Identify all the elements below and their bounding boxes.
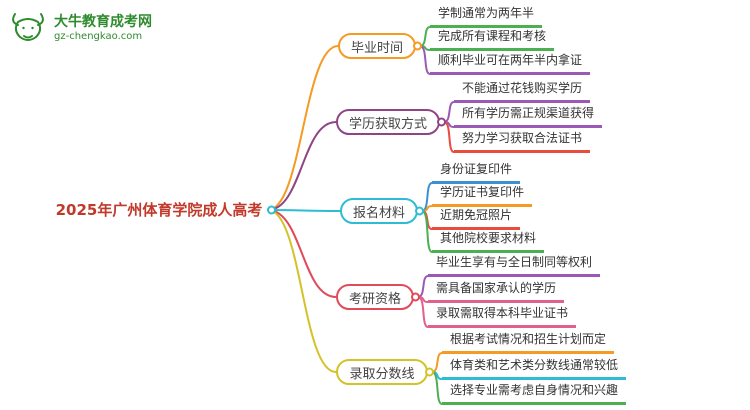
- leaf-node[interactable]: 录取需取得本科毕业证书: [428, 304, 577, 328]
- branch-connector-dot: [437, 117, 446, 127]
- central-topic[interactable]: 2025年广州体育学院成人高考: [50, 199, 276, 221]
- branch-label: 毕业时间: [350, 40, 403, 56]
- logo-title: 大牛教育成考网: [54, 14, 152, 30]
- bull-logo-icon: [12, 13, 44, 41]
- leaf-node[interactable]: 顺利毕业可在两年半内拿证: [430, 51, 591, 75]
- leaf-node[interactable]: 选择专业需考虑自身情况和兴趣: [442, 381, 627, 405]
- leaf-node[interactable]: 不能通过花钱购买学历: [454, 79, 591, 103]
- branch-label: 学历获取方式: [348, 116, 427, 132]
- branch-label: 报名材料: [352, 205, 405, 221]
- branch-connector-dot: [411, 292, 420, 302]
- leaf-node[interactable]: 体育类和艺术类分数线通常较低: [442, 356, 627, 380]
- leaf-node[interactable]: 所有学历需正规渠道获得: [454, 104, 603, 128]
- link-central-branch-2: [267, 121, 337, 211]
- branch-node-admission-score-line[interactable]: 录取分数线: [336, 359, 434, 385]
- site-logo[interactable]: 大牛教育成考网 gz-chengkao.com: [8, 8, 152, 48]
- branch-node-postgraduate-qualification[interactable]: 考研资格: [336, 284, 420, 310]
- leaf-node[interactable]: 努力学习获取合法证书: [454, 129, 591, 153]
- leaf-node[interactable]: 学历证书复印件: [432, 183, 533, 207]
- branch-node-registration-materials[interactable]: 报名材料: [340, 198, 424, 224]
- link-central-branch-3: [267, 209, 341, 212]
- leaf-node[interactable]: 完成所有课程和考核: [430, 27, 555, 51]
- branch-connector-dot: [415, 206, 424, 216]
- leaf-node[interactable]: 其他院校要求材料: [432, 229, 545, 253]
- link-central-branch-5: [267, 209, 337, 373]
- branch-node-graduation-time[interactable]: 毕业时间: [338, 33, 422, 59]
- link-central-branch-4: [267, 209, 337, 298]
- central-topic-label: 2025年广州体育学院成人高考: [55, 201, 263, 219]
- branch-label: 录取分数线: [349, 366, 415, 382]
- logo-subtitle: gz-chengkao.com: [54, 31, 143, 42]
- branch-label: 考研资格: [348, 291, 401, 307]
- leaf-node[interactable]: 需具备国家承认的学历: [428, 279, 565, 303]
- link-branch4-leaf1: [417, 275, 429, 298]
- branch-connector-dot: [425, 367, 434, 377]
- branch-node-degree-acquisition[interactable]: 学历获取方式: [336, 109, 446, 135]
- leaf-node[interactable]: 身份证复印件: [432, 160, 521, 184]
- leaf-node[interactable]: 毕业生享有与全日制同等权利: [428, 253, 601, 277]
- leaf-node[interactable]: 近期免冠照片: [432, 206, 521, 230]
- branch-connector-dot: [413, 41, 422, 51]
- link-central-branch-1: [267, 45, 339, 211]
- leaf-node[interactable]: 学制通常为两年半: [430, 4, 543, 28]
- logo-text-block: 大牛教育成考网 gz-chengkao.com: [54, 13, 152, 43]
- leaf-node[interactable]: 根据考试情况和招生计划而定: [442, 330, 615, 354]
- central-connector-dot: [267, 205, 276, 215]
